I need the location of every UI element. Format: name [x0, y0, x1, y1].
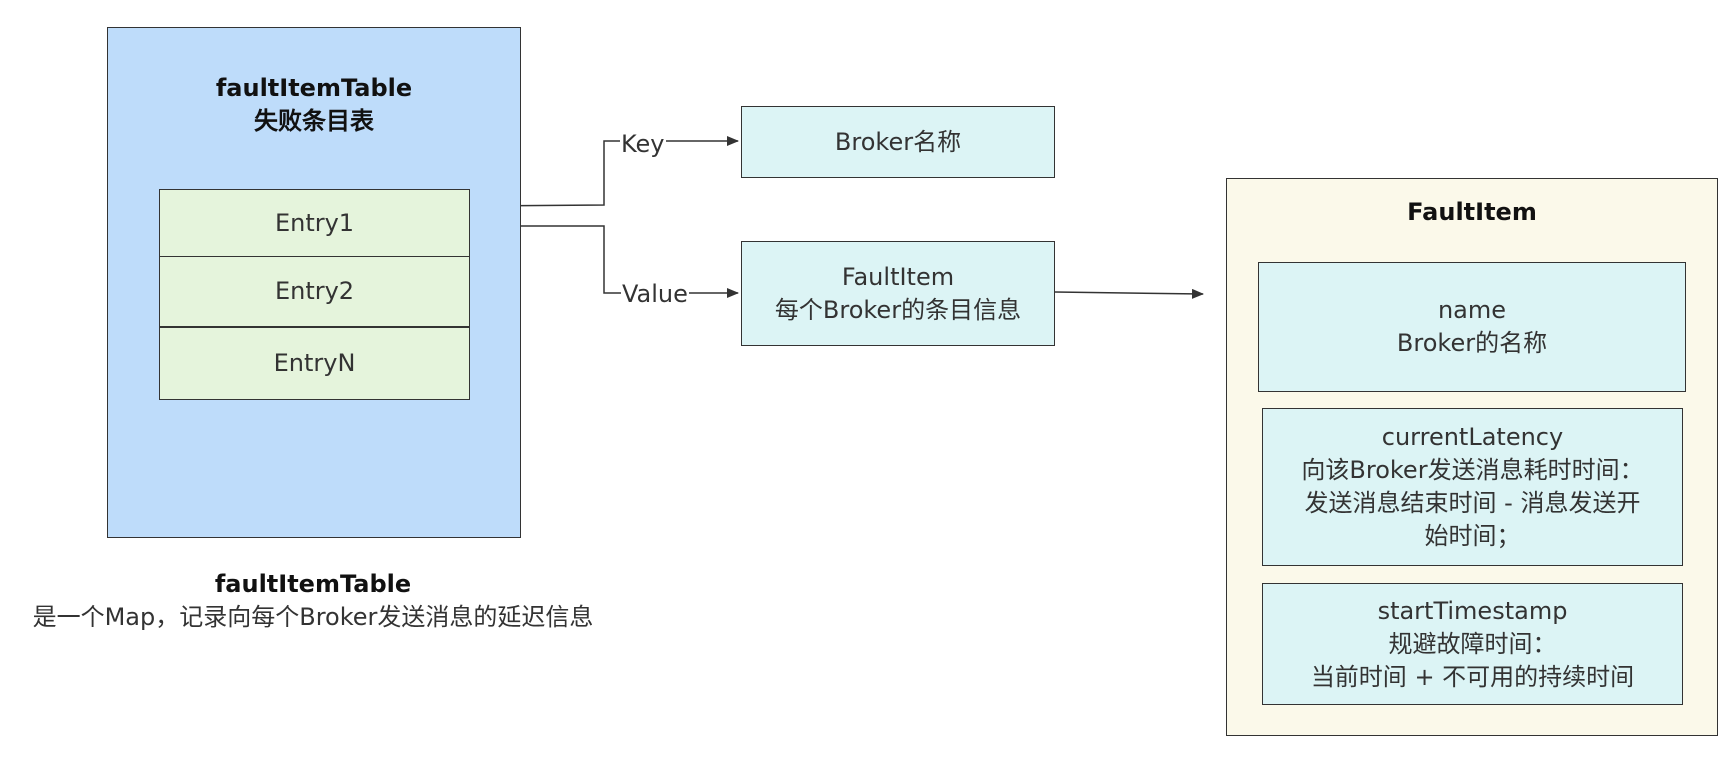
value-box-line1: FaultItem [841, 262, 955, 291]
field-name-desc: Broker的名称 [1396, 329, 1548, 357]
table-title-line1: faultItemTable [215, 74, 413, 102]
field-latency-desc-3: 始时间； [1424, 522, 1521, 550]
entry-label: Entry1 [274, 208, 355, 237]
field-name-box: name Broker的名称 [1258, 262, 1686, 392]
field-name-label: name [1437, 296, 1507, 324]
field-latency-label: currentLatency [1381, 423, 1564, 451]
field-latency-desc-2: 发送消息结束时间 - 消息发送开 [1304, 489, 1641, 517]
broker-name-box: Broker名称 [741, 106, 1055, 178]
value-edge-label: Value [621, 280, 689, 308]
fault-item-detail-title: FaultItem [1407, 198, 1537, 226]
key-edge-label: Key [620, 130, 666, 158]
entry-label: Entry2 [274, 277, 355, 305]
field-start-label: startTimestamp [1377, 596, 1568, 625]
table-entry-2: Entry2 [159, 256, 470, 327]
fault-item-table-title: faultItemTable 失败条目表 [107, 72, 521, 138]
broker-name-text: Broker名称 [834, 127, 962, 156]
fault-item-value-box: FaultItem 每个Broker的条目信息 [741, 241, 1055, 346]
table-entry-1: Entry1 [159, 189, 470, 257]
key-connector [469, 136, 739, 207]
field-start-timestamp-box: startTimestamp 规避故障时间： 当前时间 + 不可用的持续时间 [1262, 583, 1683, 705]
value-box-line2: 每个Broker的条目信息 [774, 295, 1022, 324]
table-title-line2: 失败条目表 [254, 107, 374, 135]
caption-description: 是一个Map，记录向每个Broker发送消息的延迟信息 [32, 603, 594, 631]
entry-label: EntryN [273, 349, 356, 377]
field-latency-desc-1: 向该Broker发送消息耗时时间： [1301, 456, 1644, 484]
caption-title: faultItemTable [214, 570, 412, 598]
field-current-latency-box: currentLatency 向该Broker发送消息耗时时间： 发送消息结束时… [1262, 408, 1683, 566]
table-entry-n: EntryN [159, 327, 470, 400]
table-caption: faultItemTable 是一个Map，记录向每个Broker发送消息的延迟… [0, 568, 626, 634]
faultitem-connector [1054, 288, 1204, 299]
field-start-desc-1: 规避故障时间： [1388, 629, 1557, 658]
field-start-desc-2: 当前时间 + 不可用的持续时间 [1310, 662, 1635, 691]
